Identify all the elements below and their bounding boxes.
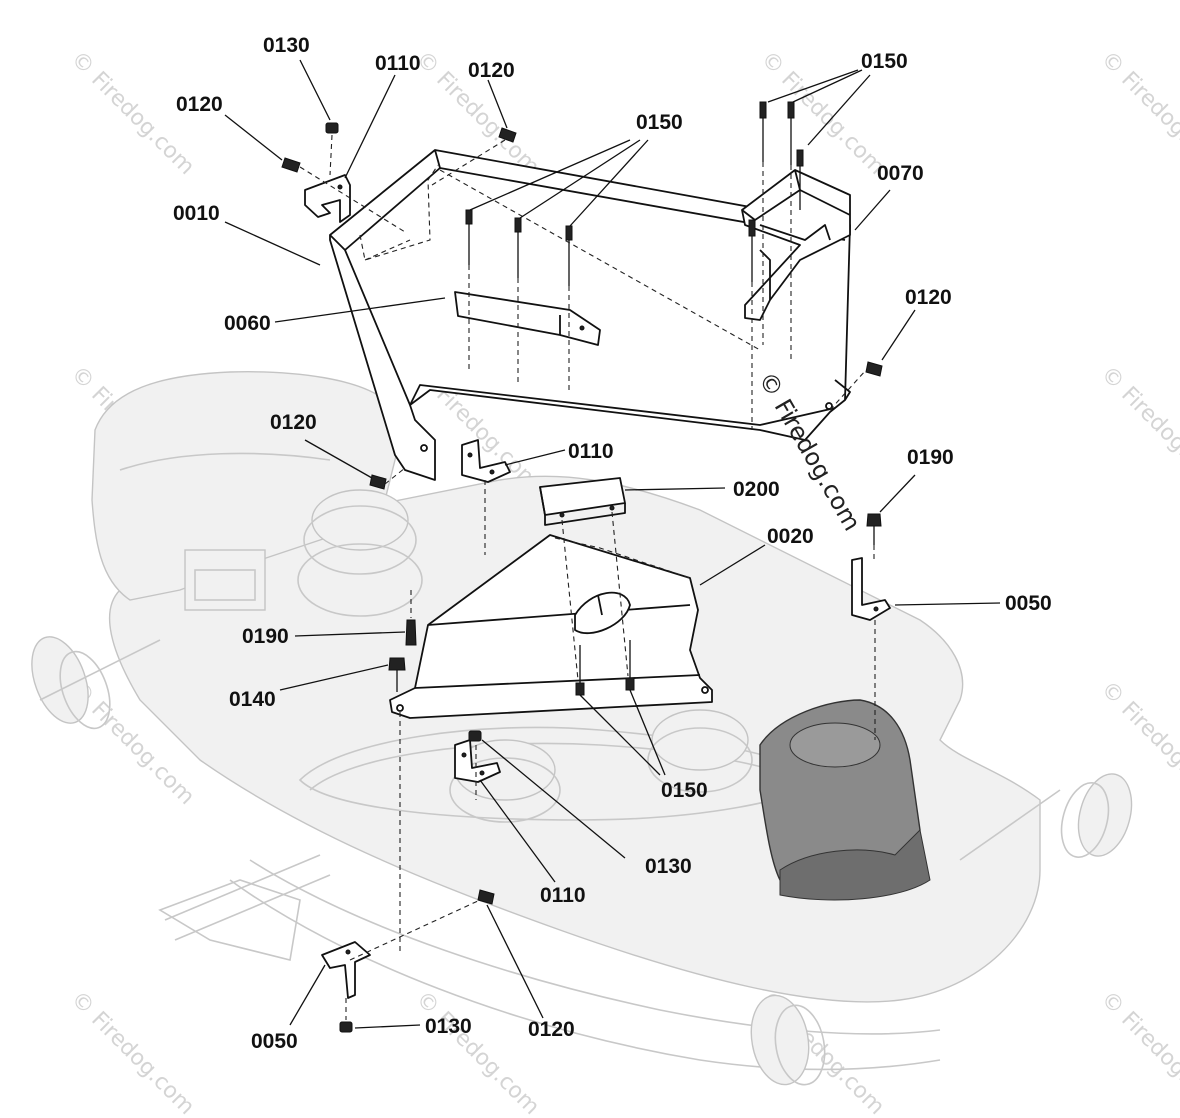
callout-0150[interactable]: 0150 xyxy=(636,111,683,134)
part-0200-block xyxy=(539,477,626,526)
callout-0150[interactable]: 0150 xyxy=(661,779,708,802)
callout-0130[interactable]: 0130 xyxy=(425,1015,472,1038)
part-0110-bracket-top xyxy=(304,174,351,223)
callout-0050[interactable]: 0050 xyxy=(1005,592,1052,615)
part-0060-strip xyxy=(454,291,601,346)
callout-0130[interactable]: 0130 xyxy=(645,855,692,878)
part-0020-shield xyxy=(389,534,713,719)
callout-0150[interactable]: 0150 xyxy=(861,50,908,73)
watermark: © Firedog.com xyxy=(411,987,544,1118)
rivets-0150-top xyxy=(465,101,804,286)
callout-0010[interactable]: 0010 xyxy=(173,202,220,225)
callout-0110[interactable]: 0110 xyxy=(568,440,614,463)
callout-0070[interactable]: 0070 xyxy=(877,162,924,185)
callout-0120[interactable]: 0120 xyxy=(176,93,223,116)
callout-0190[interactable]: 0190 xyxy=(907,446,954,469)
part-0050-bracket-left xyxy=(321,941,371,999)
leader-lines xyxy=(224,59,1001,1029)
assembly-lines xyxy=(299,134,876,1020)
callout-0020[interactable]: 0020 xyxy=(767,525,814,548)
part-0110-bracket-mid xyxy=(461,439,511,483)
watermark: © Firedog.com xyxy=(1096,362,1180,495)
discharge-chute xyxy=(759,699,931,901)
watermark: © Firedog.com xyxy=(1096,47,1180,180)
callout-labels: 0130 0110 0120 0120 0150 0150 0070 0010 … xyxy=(173,34,1052,1053)
callout-0110[interactable]: 0110 xyxy=(540,884,586,907)
callout-0120[interactable]: 0120 xyxy=(528,1018,575,1041)
callout-0190[interactable]: 0190 xyxy=(242,625,289,648)
callout-0110[interactable]: 0110 xyxy=(375,52,421,75)
part-0050-bracket-right xyxy=(851,557,891,621)
callout-0120[interactable]: 0120 xyxy=(270,411,317,434)
callout-0050[interactable]: 0050 xyxy=(251,1030,298,1053)
watermark: © Firedog.com xyxy=(66,987,199,1118)
callout-0060[interactable]: 0060 xyxy=(224,312,271,335)
callout-0200[interactable]: 0200 xyxy=(733,478,780,501)
mower-deck-background xyxy=(31,371,1133,1086)
callout-0140[interactable]: 0140 xyxy=(229,688,276,711)
callout-0130[interactable]: 0130 xyxy=(263,34,310,57)
callout-0120[interactable]: 0120 xyxy=(468,59,515,82)
part-0110-bracket-bottom xyxy=(454,739,501,783)
callout-0120[interactable]: 0120 xyxy=(905,286,952,309)
part-0010-shield xyxy=(329,149,851,481)
watermark: © Firedog.com xyxy=(1096,987,1180,1118)
